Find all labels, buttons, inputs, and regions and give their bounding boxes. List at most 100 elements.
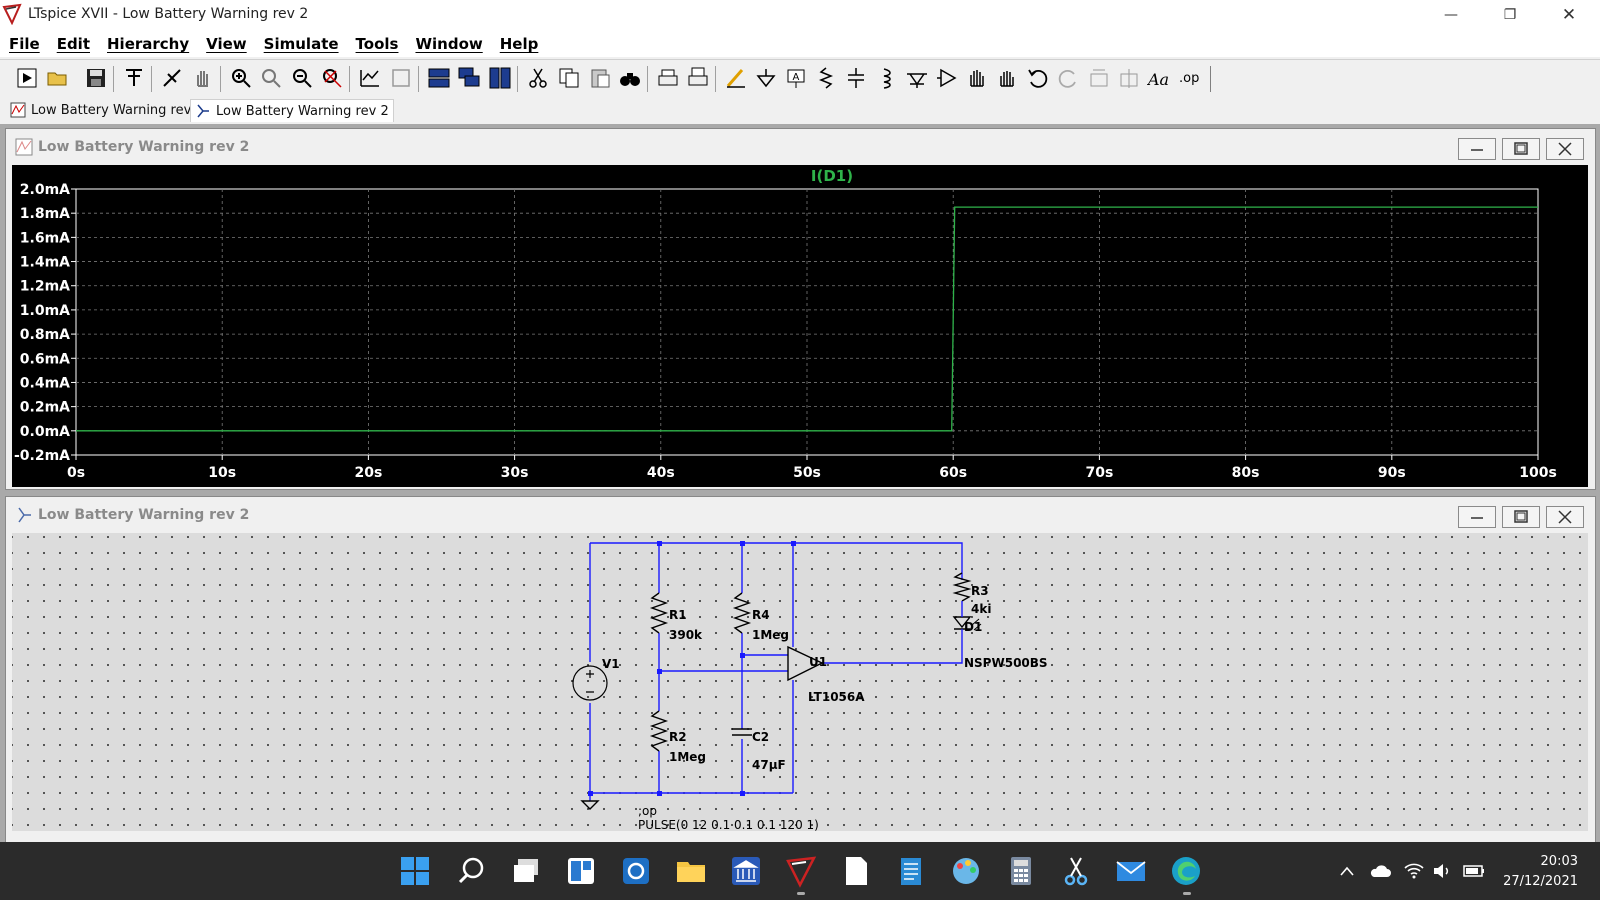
menu-window[interactable]: Window xyxy=(415,35,483,53)
cascade-icon[interactable] xyxy=(457,66,481,90)
resistor-r1-symbol[interactable] xyxy=(649,592,669,634)
mirror-icon[interactable] xyxy=(1117,66,1141,90)
redo-icon[interactable] xyxy=(1056,66,1080,90)
save-icon[interactable] xyxy=(84,66,108,90)
volume-icon[interactable] xyxy=(1432,862,1452,880)
trace-label[interactable]: I(D1) xyxy=(811,167,853,185)
search-icon[interactable] xyxy=(454,854,488,888)
control-panel-icon[interactable] xyxy=(122,66,146,90)
undo-icon[interactable] xyxy=(1026,66,1050,90)
snipping-icon[interactable] xyxy=(1059,854,1093,888)
draw-wire-icon[interactable] xyxy=(724,66,748,90)
copy-icon[interactable] xyxy=(557,66,581,90)
menu-hierarchy[interactable]: Hierarchy xyxy=(107,35,190,53)
menu-tools[interactable]: Tools xyxy=(355,35,399,53)
wifi-icon[interactable] xyxy=(1403,862,1425,880)
directive-pulse[interactable]: PULSE(0 12 0.1 0.1 0.1 120 1) xyxy=(638,818,819,831)
inductor-icon[interactable] xyxy=(874,66,898,90)
waveform-minimize-button[interactable] xyxy=(1458,138,1496,160)
r4-ref-label[interactable]: R4 xyxy=(752,608,770,622)
v1-ref-label[interactable]: V1 xyxy=(602,657,620,671)
d1-value-label[interactable]: NSPW500BS xyxy=(964,656,1048,670)
zoom-in-icon[interactable] xyxy=(229,66,253,90)
r4-value-label[interactable]: 1Meg xyxy=(752,628,789,642)
run-icon[interactable] xyxy=(15,66,39,90)
tile-horizontal-icon[interactable] xyxy=(427,66,451,90)
pan-hand-icon[interactable] xyxy=(191,66,215,90)
r3-value-label[interactable]: 4ki xyxy=(971,602,991,616)
resistor-icon[interactable] xyxy=(814,66,838,90)
plot-settings-icon[interactable] xyxy=(389,66,413,90)
d1-ref-label[interactable]: D1 xyxy=(964,620,982,634)
move-icon[interactable] xyxy=(965,66,989,90)
tab-waveform[interactable]: Low Battery Warning rev 2 xyxy=(6,99,208,121)
menu-file[interactable]: File xyxy=(9,35,40,53)
menu-simulate[interactable]: Simulate xyxy=(263,35,339,53)
directive-op[interactable]: ;op xyxy=(638,804,657,818)
widgets-icon[interactable] xyxy=(564,854,598,888)
opamp-u1-symbol[interactable] xyxy=(787,645,824,682)
r3-ref-label[interactable]: R3 xyxy=(971,584,989,598)
find-icon[interactable] xyxy=(618,66,642,90)
resistor-r3-symbol[interactable] xyxy=(952,572,972,602)
edge-icon[interactable] xyxy=(1169,854,1203,888)
text-icon[interactable]: Aa xyxy=(1147,66,1171,90)
paste-icon[interactable] xyxy=(588,66,612,90)
menu-view[interactable]: View xyxy=(206,35,247,53)
zoom-fit-icon[interactable] xyxy=(320,66,344,90)
component-icon[interactable] xyxy=(935,66,959,90)
notepad-icon[interactable] xyxy=(839,854,873,888)
paint-icon[interactable] xyxy=(949,854,983,888)
notes-icon[interactable] xyxy=(894,854,928,888)
waveform-chart[interactable]: 2.0mA1.8mA1.6mA1.4mA1.2mA1.0mA0.8mA0.6mA… xyxy=(12,165,1588,487)
u1-value-label[interactable]: LT1056A xyxy=(808,690,865,704)
cloud-icon[interactable] xyxy=(1368,862,1392,880)
c2-value-label[interactable]: 47µF xyxy=(752,758,786,772)
drag-icon[interactable] xyxy=(996,66,1020,90)
ground-icon[interactable] xyxy=(754,66,778,90)
chevron-up-icon[interactable] xyxy=(1338,863,1356,879)
schematic-drawing[interactable]: V1 R1 390k R2 1Meg R4 1Meg C2 47µF U1 LT… xyxy=(12,533,1588,831)
menu-edit[interactable]: Edit xyxy=(56,35,90,53)
menu-help[interactable]: Help xyxy=(499,35,539,53)
tile-vertical-icon[interactable] xyxy=(488,66,512,90)
waveform-maximize-button[interactable] xyxy=(1502,138,1540,160)
print-icon[interactable] xyxy=(656,66,680,90)
schematic-minimize-button[interactable] xyxy=(1458,506,1496,528)
capacitor-c2-symbol[interactable] xyxy=(732,728,752,736)
close-button[interactable]: ✕ xyxy=(1540,0,1598,30)
spice-directive-icon[interactable]: .op xyxy=(1178,66,1202,90)
battery-icon[interactable] xyxy=(1462,862,1486,880)
waveform-window-titlebar[interactable]: Low Battery Warning rev 2 xyxy=(6,129,1595,165)
rotate-icon[interactable] xyxy=(1087,66,1111,90)
resistor-r4-symbol[interactable] xyxy=(732,592,752,634)
schematic-window-titlebar[interactable]: Low Battery Warning rev 2 xyxy=(6,497,1595,533)
start-icon[interactable] xyxy=(398,854,432,888)
schematic-close-button[interactable] xyxy=(1546,506,1584,528)
waveform-close-button[interactable] xyxy=(1546,138,1584,160)
ltspice-icon[interactable] xyxy=(784,854,818,888)
zoom-area-icon[interactable] xyxy=(259,66,283,90)
task-view-icon[interactable] xyxy=(509,854,543,888)
open-folder-icon[interactable] xyxy=(46,66,70,90)
cut-icon[interactable] xyxy=(526,66,550,90)
r1-value-label[interactable]: 390k xyxy=(669,628,703,642)
bank-icon[interactable] xyxy=(729,854,763,888)
clock[interactable]: 20:03 27/12/2021 xyxy=(1503,852,1578,892)
calculator-icon[interactable] xyxy=(1004,854,1038,888)
capacitor-icon[interactable] xyxy=(844,66,868,90)
restore-button[interactable]: ❐ xyxy=(1481,0,1539,30)
print-setup-icon[interactable] xyxy=(686,66,710,90)
resistor-r2-symbol[interactable] xyxy=(649,710,669,752)
autorange-icon[interactable] xyxy=(358,66,382,90)
c2-ref-label[interactable]: C2 xyxy=(752,730,769,744)
u1-ref-label[interactable]: U1 xyxy=(809,655,827,669)
edge-update-icon[interactable] xyxy=(619,854,653,888)
r2-value-label[interactable]: 1Meg xyxy=(669,750,706,764)
mail-icon[interactable] xyxy=(1114,854,1148,888)
zoom-out-icon[interactable] xyxy=(290,66,314,90)
diode-icon[interactable] xyxy=(905,66,929,90)
probe-icon[interactable] xyxy=(160,66,184,90)
r2-ref-label[interactable]: R2 xyxy=(669,730,687,744)
